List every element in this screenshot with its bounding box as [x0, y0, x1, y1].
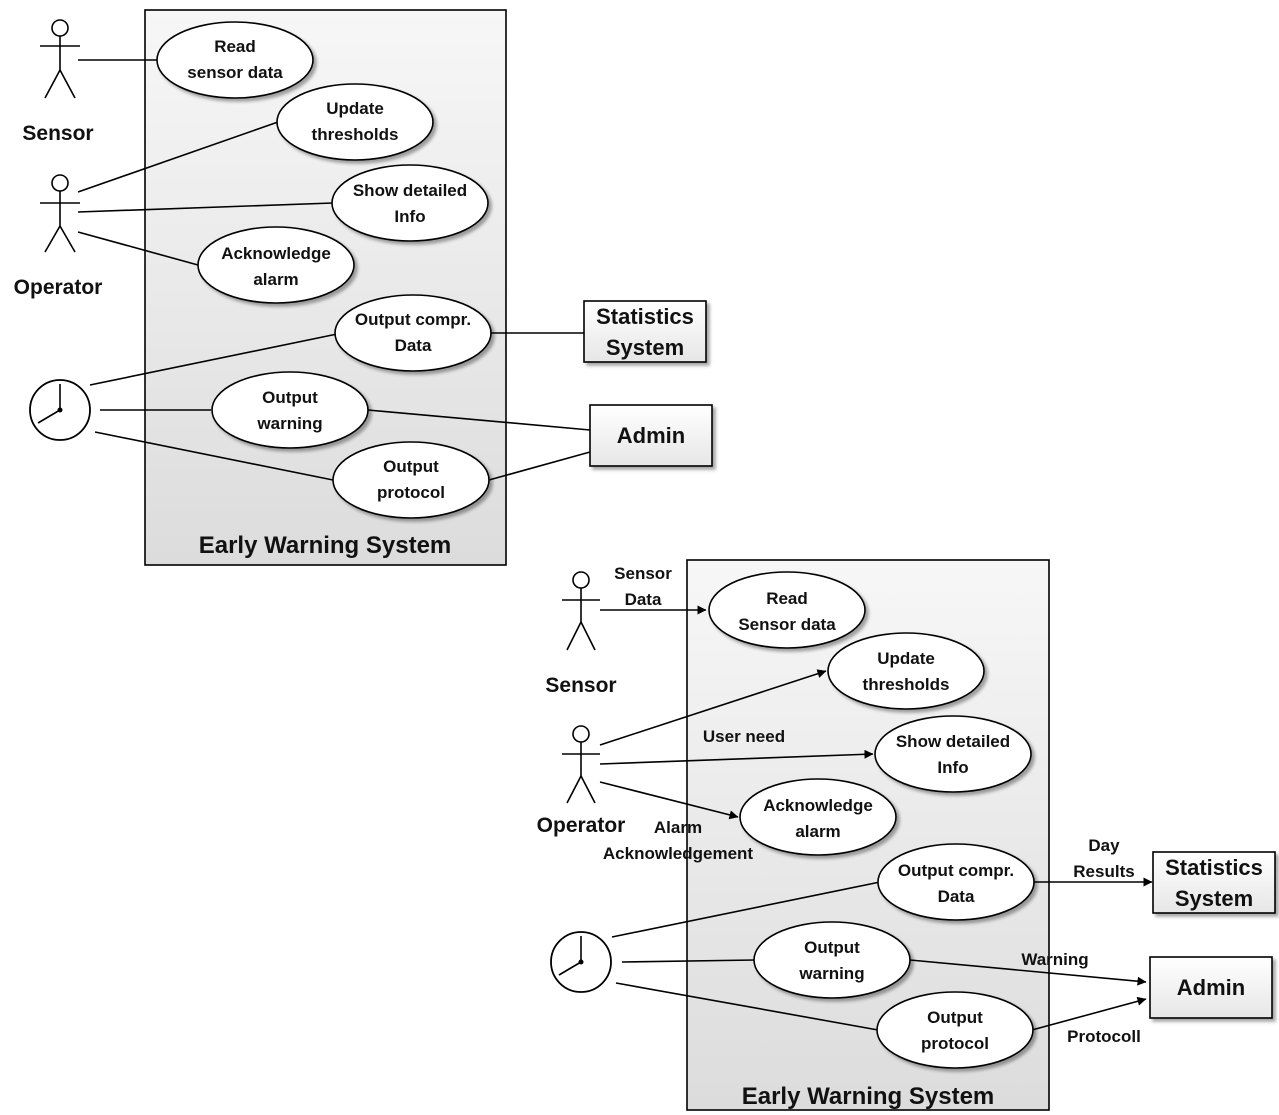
use-case-update-thresholds: Update thresholds — [276, 83, 434, 161]
actor-label: Operator — [14, 276, 103, 299]
system-title: Early Warning System — [742, 1083, 995, 1110]
use-case-label: Read — [766, 589, 808, 608]
use-case-show-info: Show detailed Info — [874, 715, 1032, 793]
actor-label: Sensor — [545, 674, 616, 697]
flow-label: Alarm — [654, 818, 702, 837]
flow-label: Warning — [1021, 950, 1088, 969]
use-case-label: Data — [395, 336, 432, 355]
diagram-top: Early Warning System Sensor — [14, 9, 713, 566]
use-case-ack-alarm: Acknowledge alarm — [197, 226, 355, 304]
use-case-label: warning — [798, 964, 864, 983]
connector — [89, 332, 343, 386]
clock-icon — [29, 379, 91, 441]
use-case-show-info: Show detailed Info — [331, 164, 489, 242]
use-case-label: Info — [394, 207, 425, 226]
statistics-system-box: Statistics System — [1152, 851, 1276, 914]
connector — [488, 451, 591, 481]
flow-label: Data — [625, 590, 662, 609]
use-case-label: Read — [214, 37, 256, 56]
use-case-output-data: Output compr. Data — [877, 843, 1035, 921]
actor-operator: Operator — [537, 725, 626, 837]
stick-figure-icon — [562, 725, 600, 804]
use-case-label: thresholds — [312, 125, 399, 144]
use-case-label: Show detailed — [353, 181, 467, 200]
use-case-output-data: Output compr. Data — [334, 294, 492, 372]
box-label: System — [1175, 886, 1253, 911]
connector — [77, 202, 334, 213]
use-case-label: Acknowledge — [221, 244, 331, 263]
diagram-bottom: Early Warning System Sensor — [537, 559, 1276, 1111]
use-case-label: alarm — [795, 822, 840, 841]
use-case-label: Sensor data — [738, 615, 836, 634]
use-case-label: thresholds — [863, 675, 950, 694]
use-case-label: Output — [262, 388, 318, 407]
use-case-label: Output compr. — [898, 861, 1014, 880]
flow-label: Day — [1088, 836, 1120, 855]
actor-sensor: Sensor — [22, 19, 94, 145]
box-label: Statistics — [1165, 855, 1263, 880]
use-case-label: Update — [326, 99, 384, 118]
use-case-label: Show detailed — [896, 732, 1010, 751]
flow-arrow — [909, 959, 1147, 986]
flow-arrow — [1031, 996, 1147, 1031]
connector — [77, 121, 279, 193]
flow-label: Acknowledgement — [603, 844, 754, 863]
stick-figure-icon — [40, 19, 80, 99]
stick-figure-icon — [562, 571, 600, 651]
actor-label: Sensor — [22, 122, 93, 145]
use-case-output-warning: Output warning — [211, 371, 369, 449]
use-case-label: Data — [938, 887, 975, 906]
actor-label: Operator — [537, 814, 626, 837]
use-case-label: protocol — [921, 1034, 989, 1053]
box-label: Admin — [1177, 975, 1245, 1000]
use-case-label: Info — [937, 758, 968, 777]
connector — [367, 409, 591, 431]
use-case-label: Acknowledge — [763, 796, 873, 815]
box-label: Admin — [617, 423, 685, 448]
connector — [611, 881, 881, 938]
flow-arrow — [599, 781, 739, 820]
admin-box: Admin — [589, 404, 713, 467]
use-case-label: Output — [804, 938, 860, 957]
box-label: System — [606, 335, 684, 360]
use-case-output-protocol: Output protocol — [332, 441, 490, 519]
use-case-label: Update — [877, 649, 935, 668]
use-case-output-protocol: Output protocol — [876, 991, 1034, 1069]
use-case-read-sensor: Read sensor data — [156, 21, 314, 99]
admin-box: Admin — [1149, 956, 1273, 1019]
statistics-system-box: Statistics System — [583, 300, 707, 363]
flow-arrow — [599, 669, 827, 746]
flow-label: Protocoll — [1067, 1027, 1141, 1046]
use-case-label: protocol — [377, 483, 445, 502]
flow-label: Sensor — [614, 564, 672, 583]
box-label: Statistics — [596, 304, 694, 329]
use-case-label: warning — [256, 414, 322, 433]
use-case-label: Output compr. — [355, 310, 471, 329]
flow-label: Results — [1073, 862, 1134, 881]
use-case-update-thresholds: Update thresholds — [827, 632, 985, 710]
actor-sensor: Sensor — [545, 571, 617, 697]
connector — [621, 959, 756, 963]
flow-label: User need — [703, 727, 785, 746]
connector — [77, 231, 199, 266]
stick-figure-icon — [40, 174, 80, 253]
use-case-label: Output — [383, 457, 439, 476]
actor-operator: Operator — [14, 174, 103, 299]
use-case-label: Output — [927, 1008, 983, 1027]
use-case-label: alarm — [253, 270, 298, 289]
flow-arrows — [599, 605, 1153, 1031]
use-case-output-warning: Output warning — [753, 921, 911, 999]
connectors — [77, 59, 591, 481]
flow-arrow — [599, 749, 874, 765]
system-title: Early Warning System — [199, 532, 452, 559]
use-case-read-sensor: Read Sensor data — [708, 571, 866, 649]
connector — [94, 431, 334, 481]
connector — [615, 982, 879, 1031]
use-case-ack-alarm: Acknowledge alarm — [739, 778, 897, 856]
clock-icon — [550, 931, 612, 993]
use-case-label: sensor data — [187, 63, 283, 82]
flow-labels: Sensor Data User need Alarm Acknowledgem… — [603, 564, 1141, 1046]
